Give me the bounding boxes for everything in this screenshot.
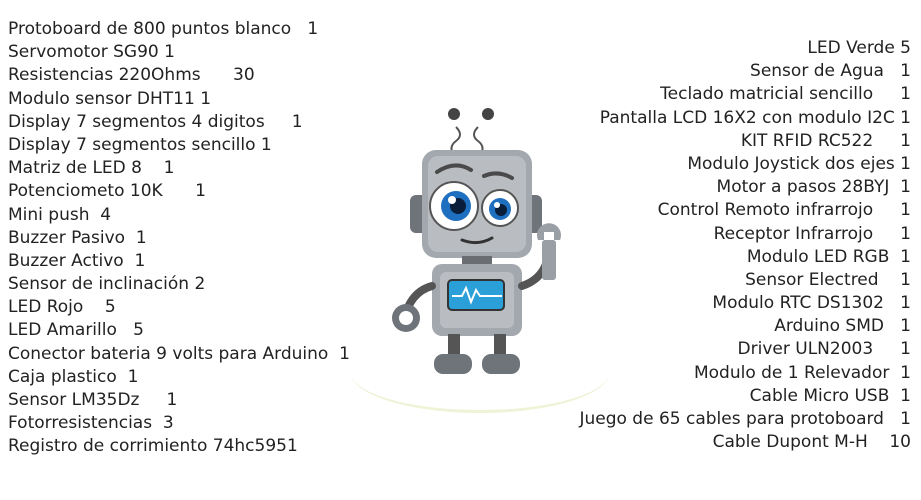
list-item: Arduino SMD 1 (774, 316, 911, 337)
list-item: Servomotor SG90 1 (8, 42, 175, 63)
list-item: Potenciometo 10K 1 (8, 181, 206, 202)
list-item: Motor a pasos 28BYJ 1 (716, 177, 911, 198)
list-item: KIT RFID RC522 1 (740, 130, 911, 151)
list-item: Juego de 65 cables para protoboard 1 (579, 409, 911, 429)
list-item: Modulo LED RGB 1 (746, 246, 911, 267)
list-item: Receptor Infrarrojo 1 (713, 223, 911, 244)
list-item: Caja plastico 1 (8, 366, 139, 387)
list-item: Modulo de 1 Relevador 1 (693, 362, 911, 383)
list-item: Control Remoto infrarrojo 1 (657, 200, 911, 221)
list-item: Teclado matricial sencillo 1 (660, 84, 911, 105)
list-item: LED Amarillo 5 (8, 320, 144, 341)
left-component-list: Protoboard de 800 puntos blanco 1 Servom… (8, 18, 448, 459)
list-item: Fotorresistencias 3 (8, 413, 174, 434)
list-item: Sensor LM35Dz 1 (8, 390, 178, 410)
list-item: Sensor Electred 1 (745, 269, 911, 290)
list-item: Modulo Joystick dos ejes 1 (687, 153, 911, 174)
list-item: LED Verde 5 (807, 38, 911, 58)
list-item: Sensor de Agua 1 (750, 61, 911, 82)
list-item: LED Rojo 5 (8, 297, 116, 318)
list-item: Matriz de LED 8 1 (8, 158, 175, 179)
list-item: Cable Dupont M-H 10 (712, 432, 911, 453)
list-item: Resistencias 220Ohms 30 (8, 65, 255, 86)
list-item: Registro de corrimiento 74hc5951 (8, 436, 298, 457)
list-item: Buzzer Pasivo 1 (8, 227, 147, 248)
list-item: Cable Micro USB 1 (749, 385, 911, 406)
list-item: Driver ULN2003 1 (737, 339, 911, 360)
list-item: Protoboard de 800 puntos blanco 1 (8, 19, 319, 39)
robot-mascot-icon (392, 108, 561, 374)
right-component-list: LED Verde 5 Sensor de Agua 1 Teclado mat… (441, 37, 911, 454)
list-item: Display 7 segmentos sencillo 1 (8, 134, 272, 155)
list-item: Modulo sensor DHT11 1 (8, 88, 212, 109)
list-item: Mini push 4 (8, 204, 112, 225)
list-item: Display 7 segmentos 4 digitos 1 (8, 111, 303, 132)
mascot-shadow (350, 330, 610, 413)
list-item: Pantalla LCD 16X2 con modulo I2C 1 (599, 107, 911, 128)
list-item: Modulo RTC DS1302 1 (712, 293, 911, 314)
list-item: Sensor de inclinación 2 (8, 274, 206, 295)
list-item: Buzzer Activo 1 (8, 250, 146, 271)
list-item: Conector bateria 9 volts para Arduino 1 (8, 343, 350, 364)
